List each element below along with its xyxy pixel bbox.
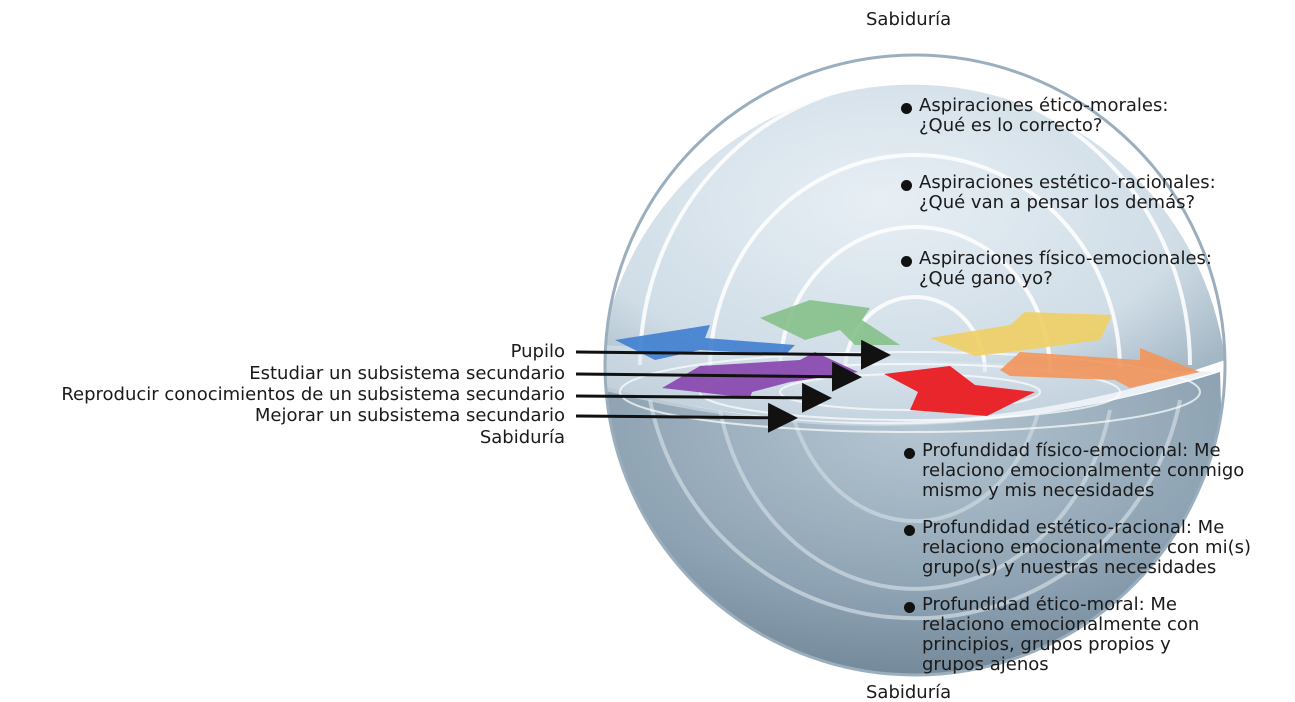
pointer-arrow-mejorar	[576, 416, 792, 418]
top-wisdom-label: Sabiduría	[866, 10, 951, 30]
left-label-pupilo: Pupilo	[511, 342, 565, 362]
bullet-icon	[904, 602, 915, 613]
bullet-icon	[901, 103, 912, 114]
bullet-icon	[904, 448, 915, 459]
bullet-icon	[904, 525, 915, 536]
left-label-estudiar: Estudiar un subsistema secundario	[249, 364, 565, 384]
left-label-mejorar: Mejorar un subsistema secundario	[255, 406, 565, 426]
bullet-icon	[901, 180, 912, 191]
pointer-arrow-reproducir	[576, 396, 826, 398]
bullet-icon	[901, 256, 912, 267]
bottom-wisdom-label: Sabiduría	[866, 683, 951, 702]
left-label-reproducir: Reproducir conocimientos de un subsistem…	[61, 385, 565, 405]
left-label-wisdom: Sabiduría	[480, 428, 565, 448]
